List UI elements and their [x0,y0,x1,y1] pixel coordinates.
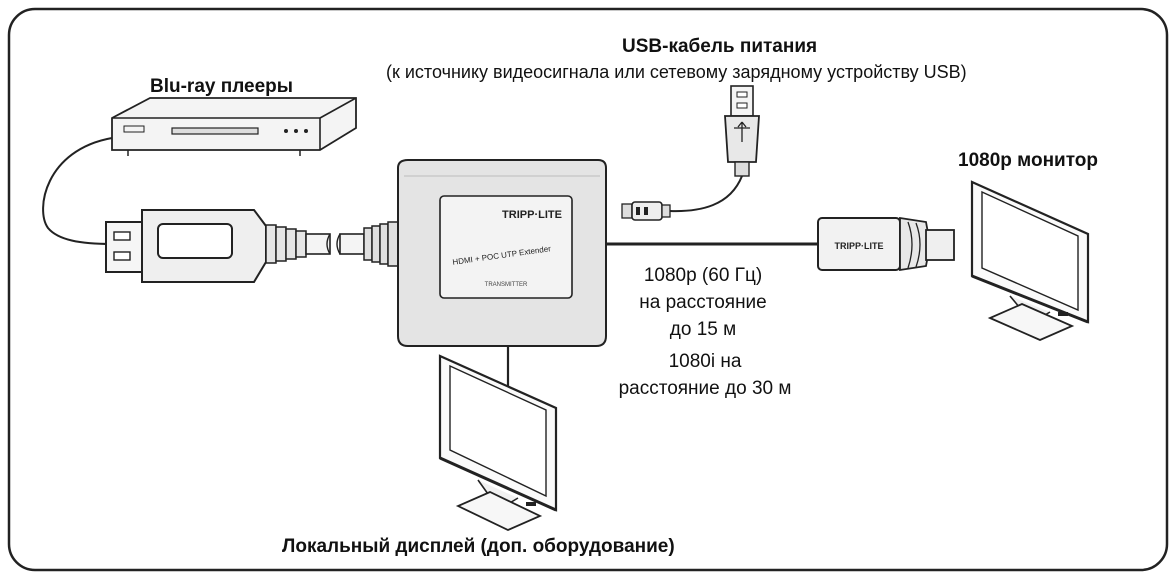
usb-power-cable [669,175,743,213]
monitor-1080p [970,180,1090,341]
distance-1080i-label: 1080i на расстояние до 30 м [586,348,824,402]
device-role: TRANSMITTER [485,282,528,288]
distance-1080p-line3: до 15 м [669,319,737,340]
distance-1080p-line2: на расстояние [639,292,767,313]
device-label-panel [439,195,573,299]
bluray-hdmi-cable [42,137,113,245]
distance-1080p-label: 1080p (60 Гц) на расстояние до 15 м [614,262,792,343]
bluray-label: Blu-ray плееры [150,76,294,97]
transmitter-device: TRIPP·LITE HDMI + POC UTP Extender TRANS… [397,159,607,347]
receiver-device: TRIPP·LITE [817,216,955,272]
monitor-1080p-label: 1080p монитор [958,150,1098,171]
receiver-brand: TRIPP·LITE [835,241,884,251]
local-display-label: Локальный дисплей (доп. оборудование) [282,536,675,557]
hdmi-plug [105,209,399,283]
device-brand: TRIPP·LITE [502,209,562,221]
bluray-player [111,97,357,156]
usb-mini-plug [621,201,671,221]
distance-1080p-line1: 1080p (60 Гц) [643,265,763,286]
distance-1080i-line2: расстояние до 30 м [618,378,792,399]
usb-a-plug [724,85,760,177]
local-display [438,354,558,531]
usb-power-cable-label: USB-кабель питания [622,36,818,57]
usb-power-cable-note: (к источнику видеосигнала или сетевому з… [386,62,967,82]
distance-1080i-line1: 1080i на [668,351,742,372]
